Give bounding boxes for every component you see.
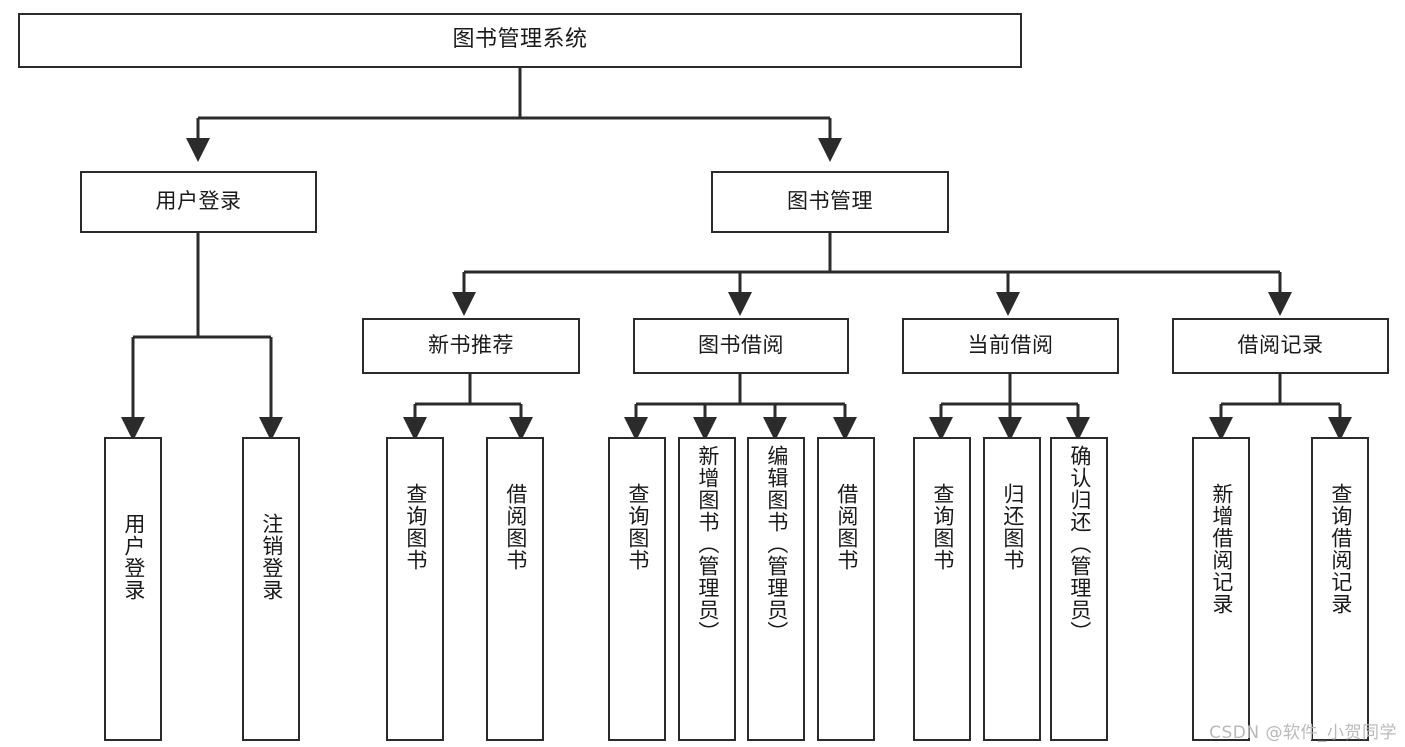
node-book-borrow-label: 图书借阅 [698,333,784,358]
node-user-login-label: 用户登录 [155,189,242,214]
node-leaf-confirm-return-label: 确认归还（管理员） [1067,445,1092,643]
node-current-borrow-label: 当前借阅 [967,333,1054,358]
node-leaf-user-login-label: 用户登录 [121,513,146,601]
node-root-label: 图书管理系统 [452,27,588,53]
node-leaf-query-record[interactable]: 查询借阅记录 [1311,437,1369,741]
watermark-text: CSDN @软件_小贺同学 [1209,723,1397,743]
node-new-book-rec-label: 新书推荐 [428,333,514,358]
node-leaf-add-book[interactable]: 新增图书（管理员） [678,437,736,741]
node-leaf-query-book-2[interactable]: 查询图书 [608,437,666,741]
node-leaf-borrow-book-2-label: 借阅图书 [834,483,859,571]
node-leaf-edit-book-label: 编辑图书（管理员） [764,445,789,643]
node-leaf-borrow-book-1-label: 借阅图书 [503,483,528,571]
node-borrow-record-label: 借阅记录 [1237,333,1324,358]
node-leaf-return-book-label: 归还图书 [1000,483,1025,571]
node-leaf-add-record-label: 新增借阅记录 [1209,483,1234,615]
node-leaf-user-logout-label: 注销登录 [259,513,284,601]
node-book-manage-label: 图书管理 [787,189,873,214]
node-leaf-query-record-label: 查询借阅记录 [1328,483,1353,615]
node-leaf-query-book-1-label: 查询图书 [403,483,428,571]
node-user-login[interactable]: 用户登录 [80,171,317,233]
node-root[interactable]: 图书管理系统 [18,13,1022,68]
node-new-book-rec[interactable]: 新书推荐 [362,318,580,374]
node-book-borrow[interactable]: 图书借阅 [633,318,849,374]
node-leaf-confirm-return[interactable]: 确认归还（管理员） [1050,437,1108,741]
node-current-borrow[interactable]: 当前借阅 [902,318,1119,374]
node-leaf-borrow-book-2[interactable]: 借阅图书 [817,437,875,741]
node-leaf-add-book-label: 新增图书（管理员） [695,445,720,643]
node-leaf-edit-book[interactable]: 编辑图书（管理员） [747,437,805,741]
node-leaf-borrow-book-1[interactable]: 借阅图书 [486,437,544,741]
node-leaf-user-login[interactable]: 用户登录 [104,437,162,741]
node-leaf-query-book-3-label: 查询图书 [930,483,955,571]
node-leaf-query-book-1[interactable]: 查询图书 [386,437,444,741]
node-borrow-record[interactable]: 借阅记录 [1172,318,1389,374]
node-leaf-query-book-3[interactable]: 查询图书 [913,437,971,741]
node-leaf-add-record[interactable]: 新增借阅记录 [1192,437,1250,741]
node-leaf-user-logout[interactable]: 注销登录 [242,437,300,741]
node-leaf-return-book[interactable]: 归还图书 [983,437,1041,741]
node-leaf-query-book-2-label: 查询图书 [625,483,650,571]
node-book-manage[interactable]: 图书管理 [711,171,949,233]
